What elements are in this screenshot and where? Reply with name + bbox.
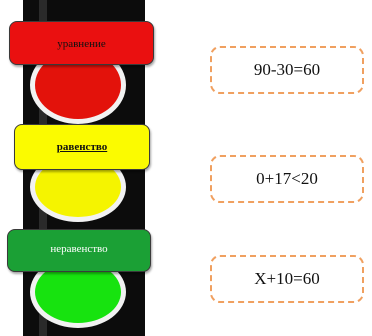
- label-equality-text: равенство: [56, 141, 108, 153]
- label-inequality[interactable]: неравенство: [7, 229, 151, 272]
- label-equation-text: уравнение: [57, 38, 106, 50]
- expression-text: 90-30=60: [253, 60, 321, 79]
- label-equality[interactable]: равенство: [14, 124, 150, 170]
- label-equation[interactable]: уравнение: [9, 21, 154, 65]
- expression-card[interactable]: X+10=60: [210, 255, 364, 303]
- expression-text: X+10=60: [254, 269, 320, 288]
- expression-card[interactable]: 90-30=60: [210, 46, 364, 94]
- expression-card[interactable]: 0+17<20: [210, 155, 364, 203]
- expression-text: 0+17<20: [256, 169, 318, 188]
- label-inequality-text: неравенство: [50, 243, 108, 255]
